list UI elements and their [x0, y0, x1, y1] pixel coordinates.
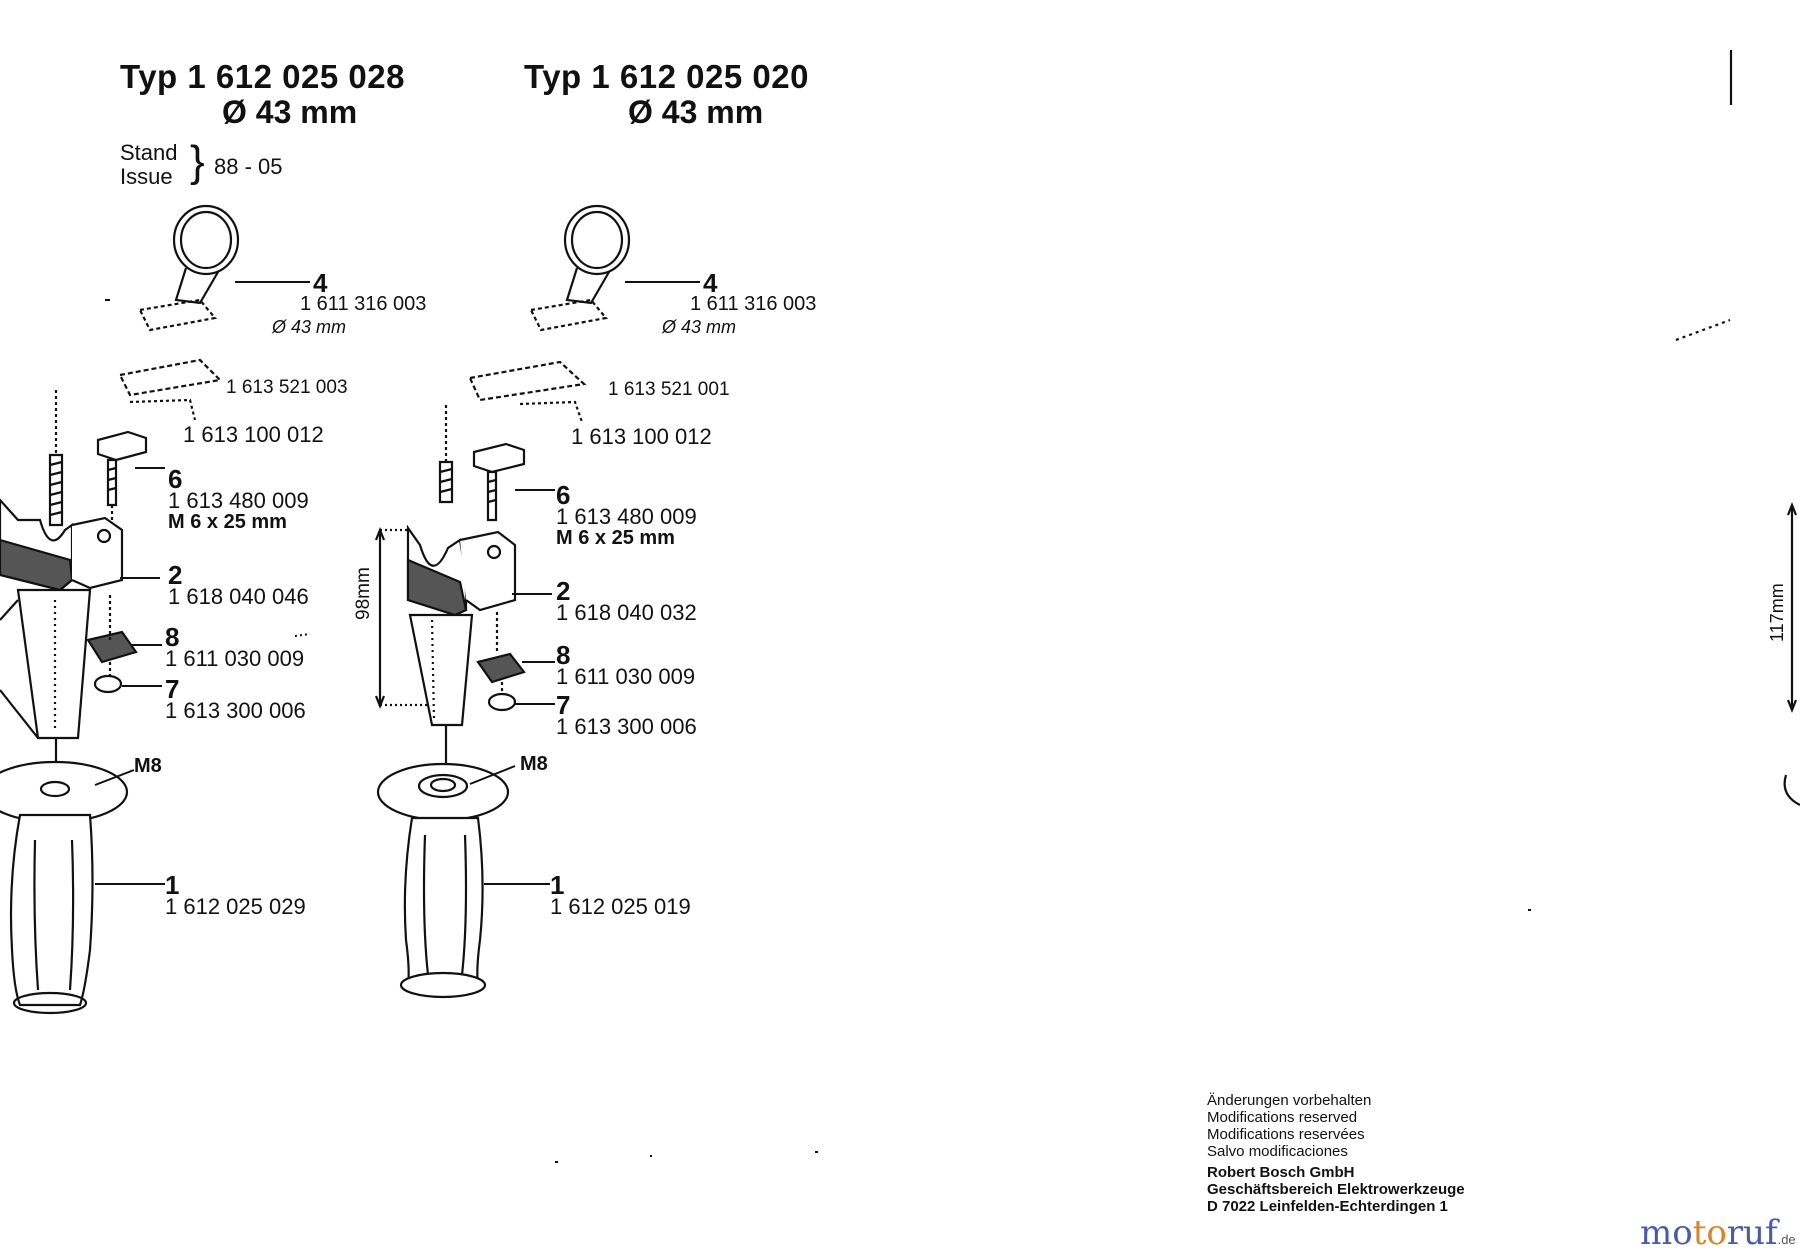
left-callout-8: 8	[165, 622, 180, 652]
middle-callout-6: 6	[556, 480, 571, 510]
left-ref-7: 1 613 300 006	[165, 698, 306, 723]
footer-notice: Änderungen vorbehalten Modifications res…	[1207, 1092, 1465, 1215]
middle-callout-2: 2	[556, 576, 571, 606]
left-ref-band: 1 613 521 003	[226, 377, 348, 398]
right-fragment	[1675, 50, 1800, 806]
left-type-title: Typ 1 612 025 028	[120, 58, 405, 95]
middle-ref-7: 1 613 300 006	[556, 714, 697, 739]
left-ref-2: 1 618 040 046	[168, 584, 309, 609]
middle-diameter: Ø 43 mm	[628, 94, 764, 130]
left-leaders	[94, 281, 310, 885]
footer-line-en: Modifications reserved	[1207, 1109, 1358, 1126]
left-handle	[9, 813, 94, 1007]
left-callout-2: 2	[168, 560, 183, 590]
left-assembly	[0, 204, 240, 1015]
left-clamp-band	[172, 204, 240, 276]
left-guard-disc	[0, 760, 129, 824]
middle-thread-m8: M8	[520, 753, 548, 775]
footer-company-name: Robert Bosch GmbH	[1207, 1164, 1355, 1181]
stand-label: Stand	[120, 140, 178, 165]
footer-company-division: Geschäftsbereich Elektrowerkzeuge	[1207, 1181, 1465, 1198]
middle-ref-4: 1 611 316 003	[690, 293, 817, 315]
left-callout-4: 4	[313, 268, 328, 298]
left-ref-screw: 1 613 100 012	[183, 422, 324, 447]
left-callout-1: 1	[165, 870, 180, 900]
middle-ref-band: 1 613 521 001	[608, 379, 730, 400]
issue-label: Issue	[120, 164, 173, 189]
middle-size-4: Ø 43 mm	[662, 317, 737, 337]
middle-height-dimension: 98mm	[353, 567, 374, 620]
left-ref-1: 1 612 025 029	[165, 894, 306, 919]
motoruf-watermark-logo: motoruf.de	[1640, 1213, 1796, 1253]
left-callout-6: 6	[168, 464, 183, 494]
middle-ref-screw: 1 613 100 012	[571, 424, 712, 449]
footer-line-fr: Modifications reservées	[1207, 1126, 1365, 1143]
middle-leaders	[469, 281, 700, 885]
stand-brace: }	[190, 137, 205, 186]
middle-callout-1: 1	[550, 870, 565, 900]
left-ref-8: 1 611 030 009	[165, 646, 305, 671]
footer-company-address: D 7022 Leinfelden-Echterdingen 1	[1207, 1198, 1448, 1215]
right-height-dimension: 117mm	[1767, 583, 1787, 642]
left-spec-6: M 6 x 25 mm	[168, 511, 287, 533]
middle-handle	[403, 816, 484, 987]
left-size-4: Ø 43 mm	[272, 317, 347, 337]
middle-spec-6: M 6 x 25 mm	[556, 527, 675, 549]
middle-ref-1: 1 612 025 019	[550, 894, 691, 919]
middle-callout-4: 4	[703, 268, 718, 298]
left-ref-6: 1 613 480 009	[168, 488, 309, 513]
middle-type-title: Typ 1 612 025 020	[524, 58, 809, 95]
left-callout-7: 7	[165, 674, 180, 704]
left-diameter: Ø 43 mm	[222, 94, 358, 130]
middle-ref-6: 1 613 480 009	[556, 504, 697, 529]
middle-ref-8: 1 611 030 009	[556, 664, 696, 689]
left-thread-m8: M8	[134, 755, 162, 777]
middle-ref-2: 1 618 040 032	[556, 600, 697, 625]
footer-line-de: Änderungen vorbehalten	[1207, 1092, 1372, 1109]
stand-value: 88 - 05	[214, 154, 283, 179]
middle-clamp-band	[563, 204, 631, 276]
left-ref-4: 1 611 316 003	[300, 293, 427, 315]
middle-assembly	[374, 204, 631, 999]
middle-callout-7: 7	[556, 690, 571, 720]
footer-line-es: Salvo modificaciones	[1207, 1143, 1348, 1160]
middle-callout-8: 8	[556, 640, 571, 670]
